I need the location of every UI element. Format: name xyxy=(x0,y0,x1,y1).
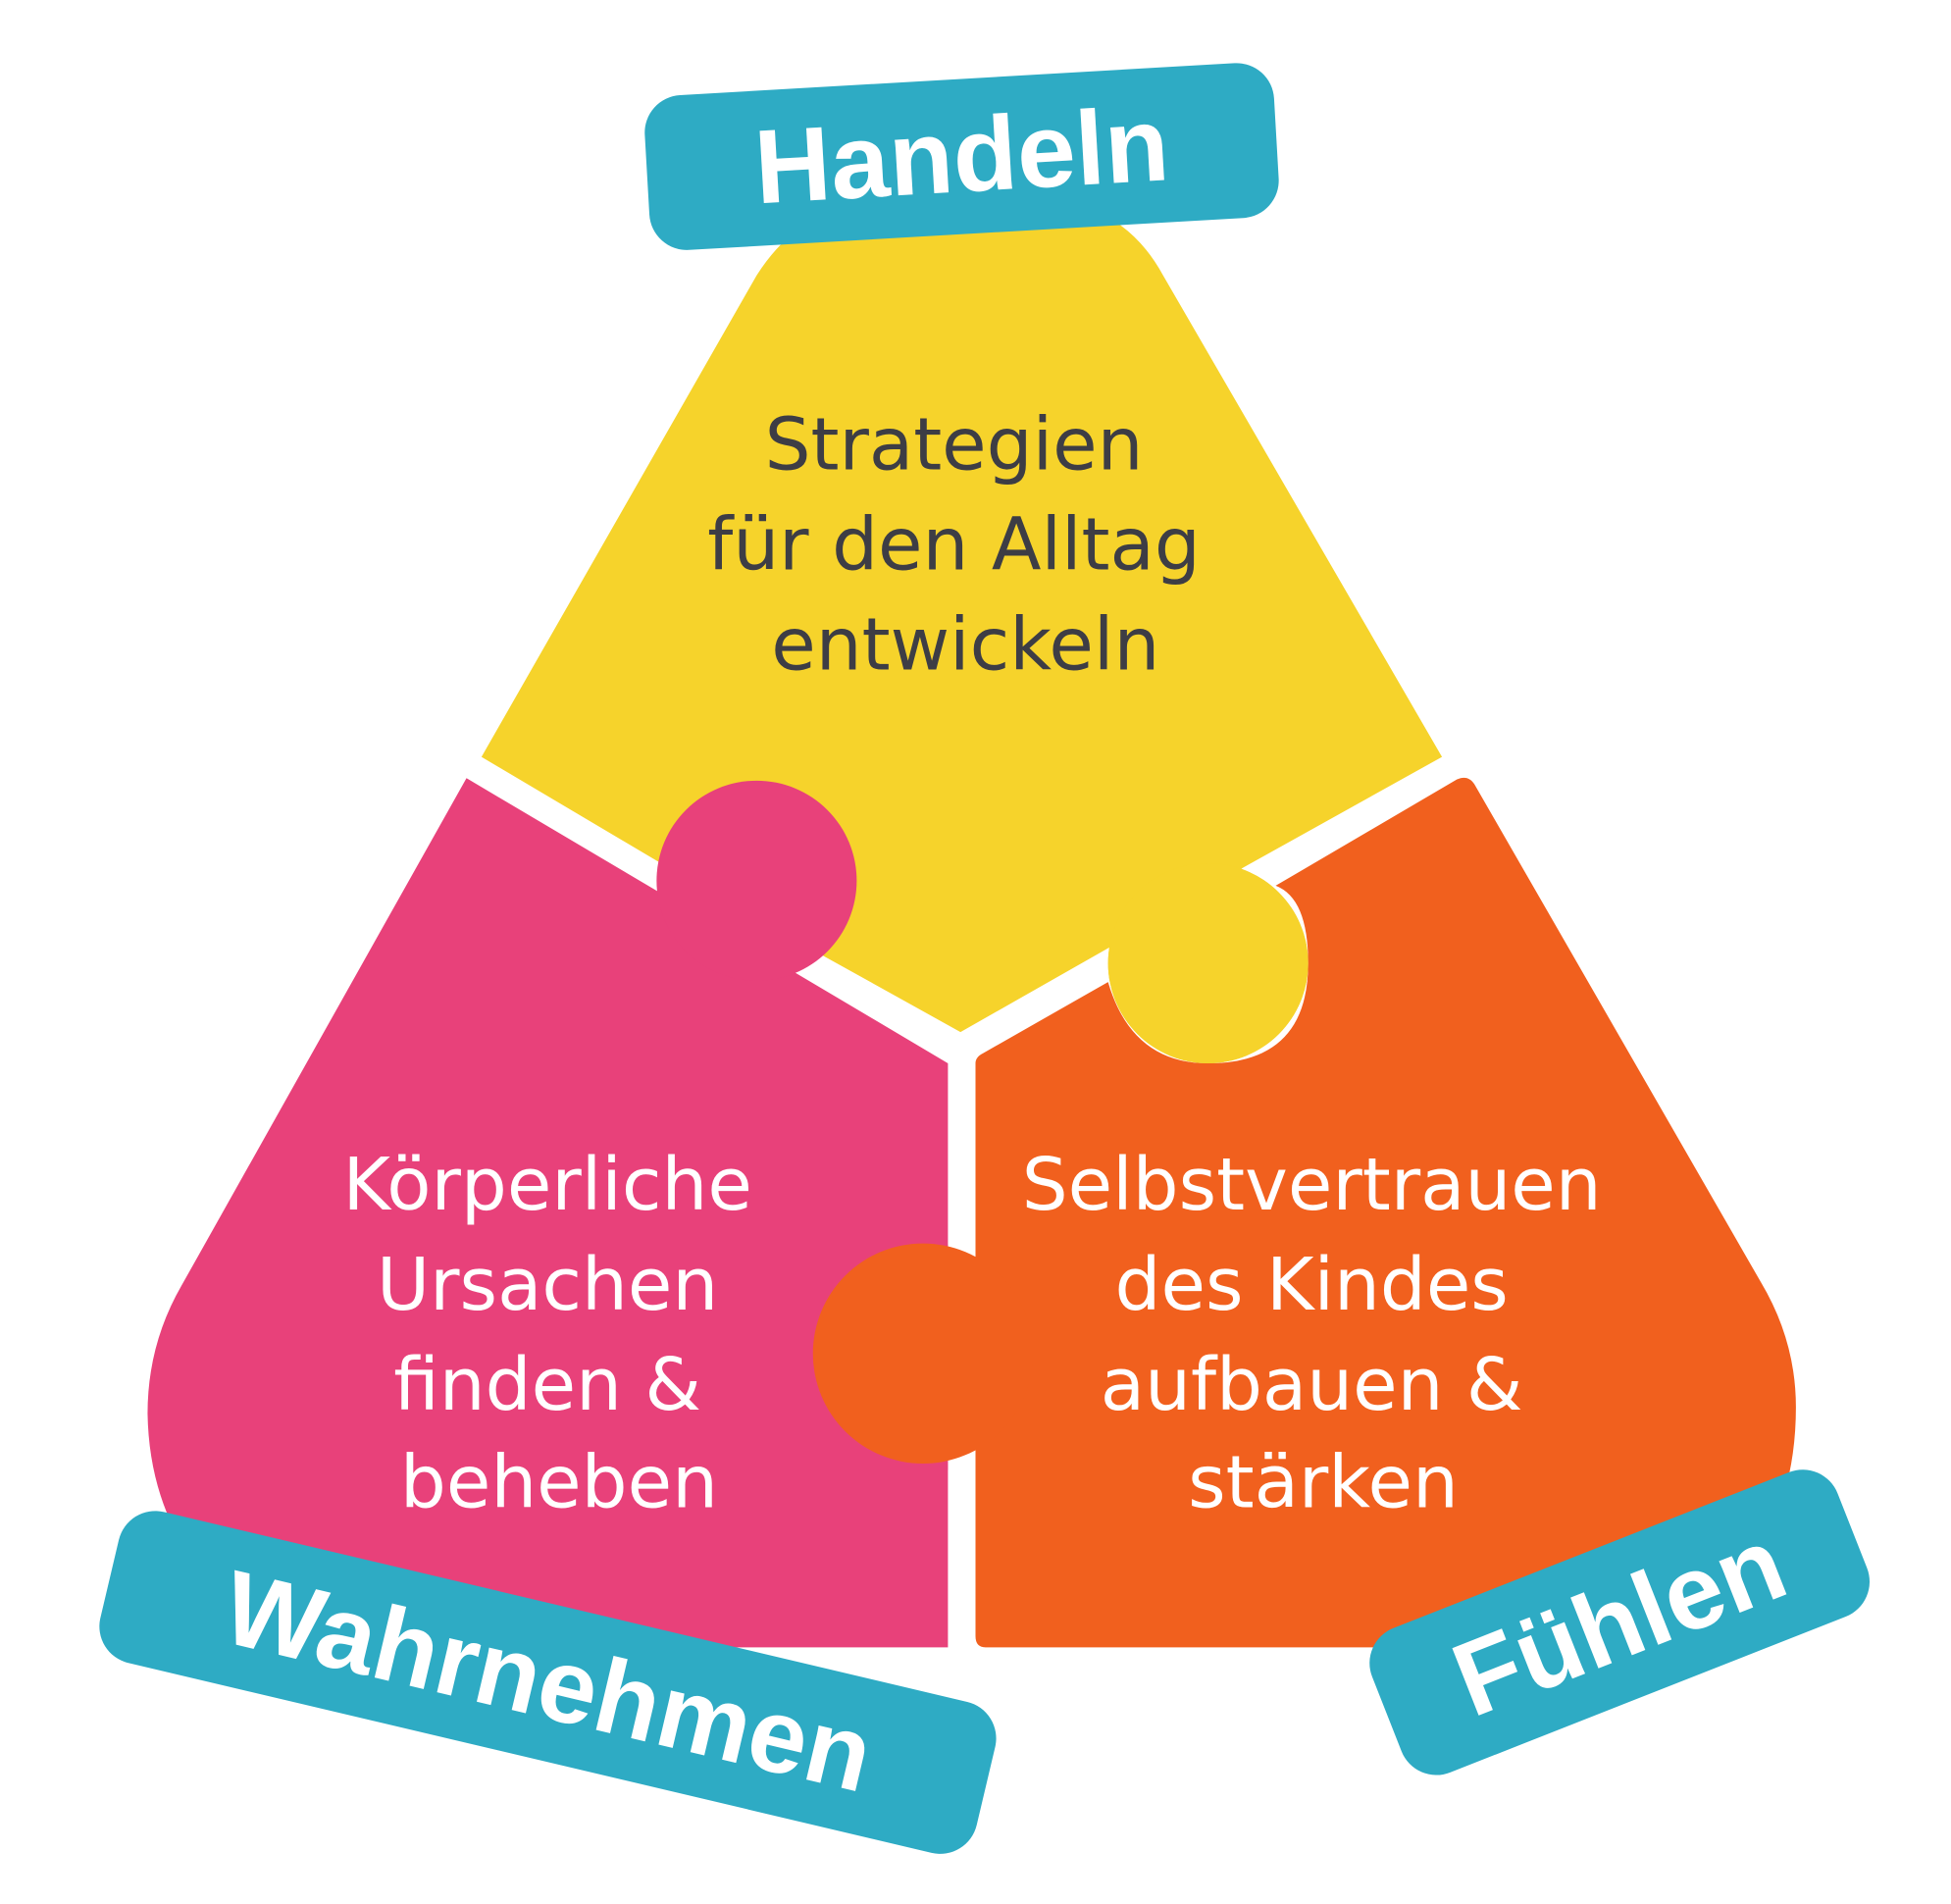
yellow-piece-text: Strategien für den Alltag entwickeln xyxy=(707,402,1223,687)
pink-puzzle-piece xyxy=(147,778,949,1648)
text-line: Strategien xyxy=(765,402,1144,487)
text-line: finden & xyxy=(393,1343,701,1427)
pink-piece-text: Körperliche Ursachen finden & beheben xyxy=(342,1143,775,1524)
divider-gap-top xyxy=(948,1062,976,1245)
pink-knob xyxy=(656,780,857,981)
text-line: Körperliche xyxy=(342,1143,751,1227)
text-line: Ursachen xyxy=(377,1243,718,1327)
divider-gap xyxy=(948,1469,976,1648)
orange-piece-text: Selbstvertrauen des Kindes aufbauen & st… xyxy=(1022,1143,1624,1524)
text-line: aufbauen & xyxy=(1101,1343,1523,1427)
orange-puzzle-piece xyxy=(975,777,1796,1648)
label-handeln: Handeln xyxy=(644,63,1279,250)
label-text: Handeln xyxy=(751,84,1172,226)
label-badge xyxy=(644,63,1279,250)
orange-fill-patch xyxy=(975,1244,989,1470)
label-badge xyxy=(1369,1469,1870,1775)
text-line: für den Alltag xyxy=(707,502,1200,587)
text-line: entwickeln xyxy=(771,602,1159,687)
text-line: des Kindes xyxy=(1115,1243,1509,1327)
yellow-knob-overlay xyxy=(1107,862,1309,1063)
orange-knob xyxy=(812,1243,1034,1464)
text-line: Selbstvertrauen xyxy=(1022,1143,1602,1227)
text-line: beheben xyxy=(400,1441,718,1525)
text-line: stärken xyxy=(1188,1441,1459,1525)
label-badge xyxy=(99,1511,997,1854)
